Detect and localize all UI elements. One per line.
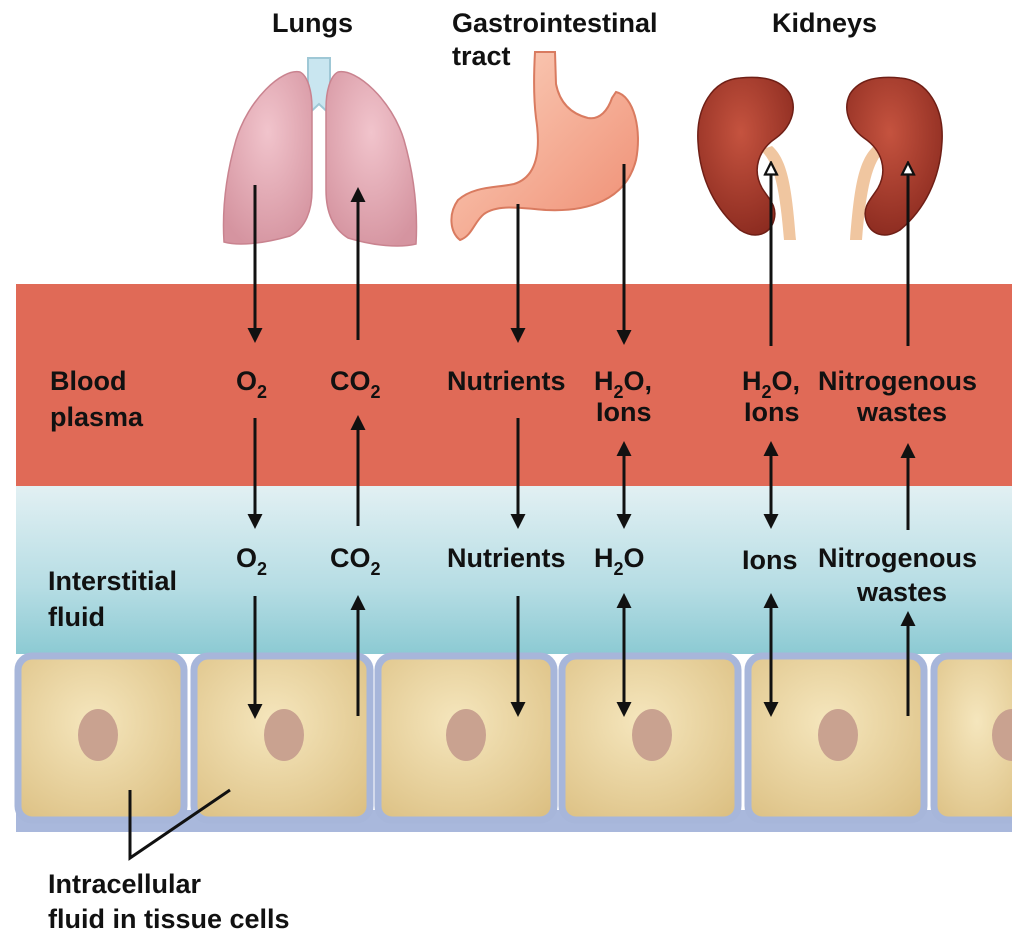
blood-plasma-label-line2: plasma: [50, 402, 144, 432]
intracellular-fluid-label-line1: Intracellular: [48, 869, 202, 899]
tissue-cell: [18, 656, 184, 820]
kidneys-label: Kidneys: [772, 8, 877, 38]
right-lung: [326, 72, 417, 246]
blood-plasma-label-line1: Blood: [50, 366, 126, 396]
tissue-cell: [562, 656, 738, 820]
gi-tract-label-line2: tract: [452, 41, 511, 71]
cell-nucleus: [818, 709, 858, 761]
interstitial-fluid-label-line2: fluid: [48, 602, 105, 632]
cell-nucleus: [78, 709, 118, 761]
stomach-illustration: [451, 52, 638, 240]
lungs-label: Lungs: [272, 8, 353, 38]
left-lung: [224, 72, 313, 244]
tissue-cell: [934, 656, 1012, 820]
nutrients-plasma-label: Nutrients: [447, 366, 566, 396]
interstitial-fluid-label-line1: Interstitial: [48, 566, 177, 596]
cell-nucleus: [446, 709, 486, 761]
h2o-ions-gi-plasma-label-line2: Ions: [596, 397, 652, 427]
gi-tract-label-line1: Gastrointestinal: [452, 8, 658, 38]
tissue-cell: [748, 656, 924, 820]
nitrogenous-wastes-interstitial-label-line2: wastes: [856, 577, 947, 607]
kidneys-illustration: [698, 77, 942, 240]
tissue-cell: [378, 656, 554, 820]
nutrients-interstitial-label: Nutrients: [447, 543, 566, 573]
nitrogenous-wastes-plasma-label-line2: wastes: [856, 397, 947, 427]
nitrogenous-wastes-plasma-label-line1: Nitrogenous: [818, 366, 977, 396]
cell-nucleus: [632, 709, 672, 761]
lungs-illustration: [224, 58, 417, 246]
cell-nucleus: [264, 709, 304, 761]
nitrogenous-wastes-interstitial-label-line1: Nitrogenous: [818, 543, 977, 573]
ions-interstitial-label: Ions: [742, 545, 798, 575]
h2o-ions-kidney-plasma-label-line2: Ions: [744, 397, 800, 427]
intracellular-fluid-label-line2: fluid in tissue cells: [48, 904, 290, 934]
tissue-cells: [16, 656, 1012, 832]
